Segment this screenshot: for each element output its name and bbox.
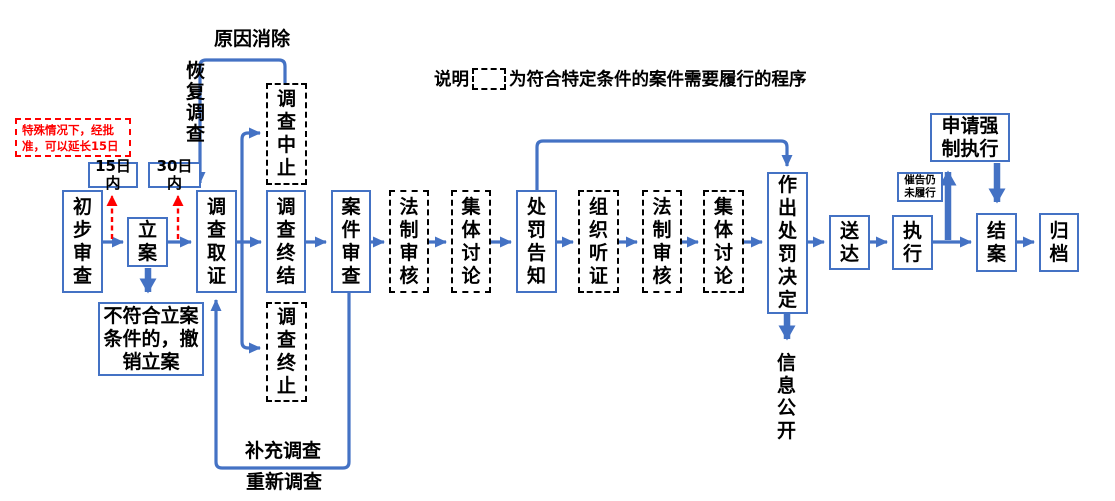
limit-15-days-box: 15日内 (88, 158, 138, 192)
dashed-box-icon (472, 67, 506, 90)
label-supplementary-investigation: 补充调查 (245, 440, 322, 462)
legend-label: 说明 (434, 70, 469, 90)
label-resume-investigation: 恢复调查 (186, 60, 206, 145)
limit-30-days-label: 30日内 (156, 157, 193, 192)
legend-text: 为符合特定条件的案件需要履行的程序 (509, 70, 807, 90)
legend: 说明 为符合特定条件的案件需要履行的程序 (434, 66, 807, 91)
node-archiving: 归档 (1039, 213, 1079, 272)
node-evidence-collection: 调查取证 (196, 190, 237, 293)
node-investigation-terminated: 调查终止 (266, 302, 307, 402)
node-legal-review-2: 法制审核 (642, 190, 682, 293)
node-case-review: 案件审查 (331, 190, 371, 293)
node-case-filing: 立案 (127, 217, 168, 267)
node-collective-discussion-1: 集体讨论 (451, 190, 491, 293)
label-re-investigation: 重新调查 (246, 471, 323, 493)
node-organize-hearing: 组织听证 (578, 190, 619, 293)
limit-30-days-box: 30日内 (148, 158, 201, 192)
node-legal-review-1: 法制审核 (389, 190, 429, 293)
node-case-closure: 结案 (976, 213, 1017, 272)
node-penalty-decision: 作出处罚决定 (767, 172, 808, 314)
node-preliminary-review: 初步审查 (62, 190, 103, 293)
node-investigation-suspended: 调查中止 (266, 83, 307, 185)
node-collective-discussion-2: 集体讨论 (703, 190, 744, 293)
node-investigation-concluded: 调查终结 (266, 190, 306, 293)
node-delivery: 送达 (829, 215, 870, 270)
node-revoke-filing: 不符合立案条件的，撤销立案 (98, 302, 204, 376)
node-penalty-notification: 处罚告知 (516, 190, 557, 293)
note-urge-not-fulfilled: 催告仍未履行 (897, 172, 943, 202)
node-apply-compulsory-execution: 申请强制执行 (930, 113, 1010, 162)
node-execution: 执行 (892, 215, 933, 270)
limit-15-days-label: 15日内 (95, 157, 131, 192)
note-special-extension: 特殊情况下，经批准，可以延长15日 (15, 118, 131, 157)
label-information-disclosure: 信息公开 (777, 352, 797, 442)
label-reason-eliminated: 原因消除 (214, 28, 291, 50)
